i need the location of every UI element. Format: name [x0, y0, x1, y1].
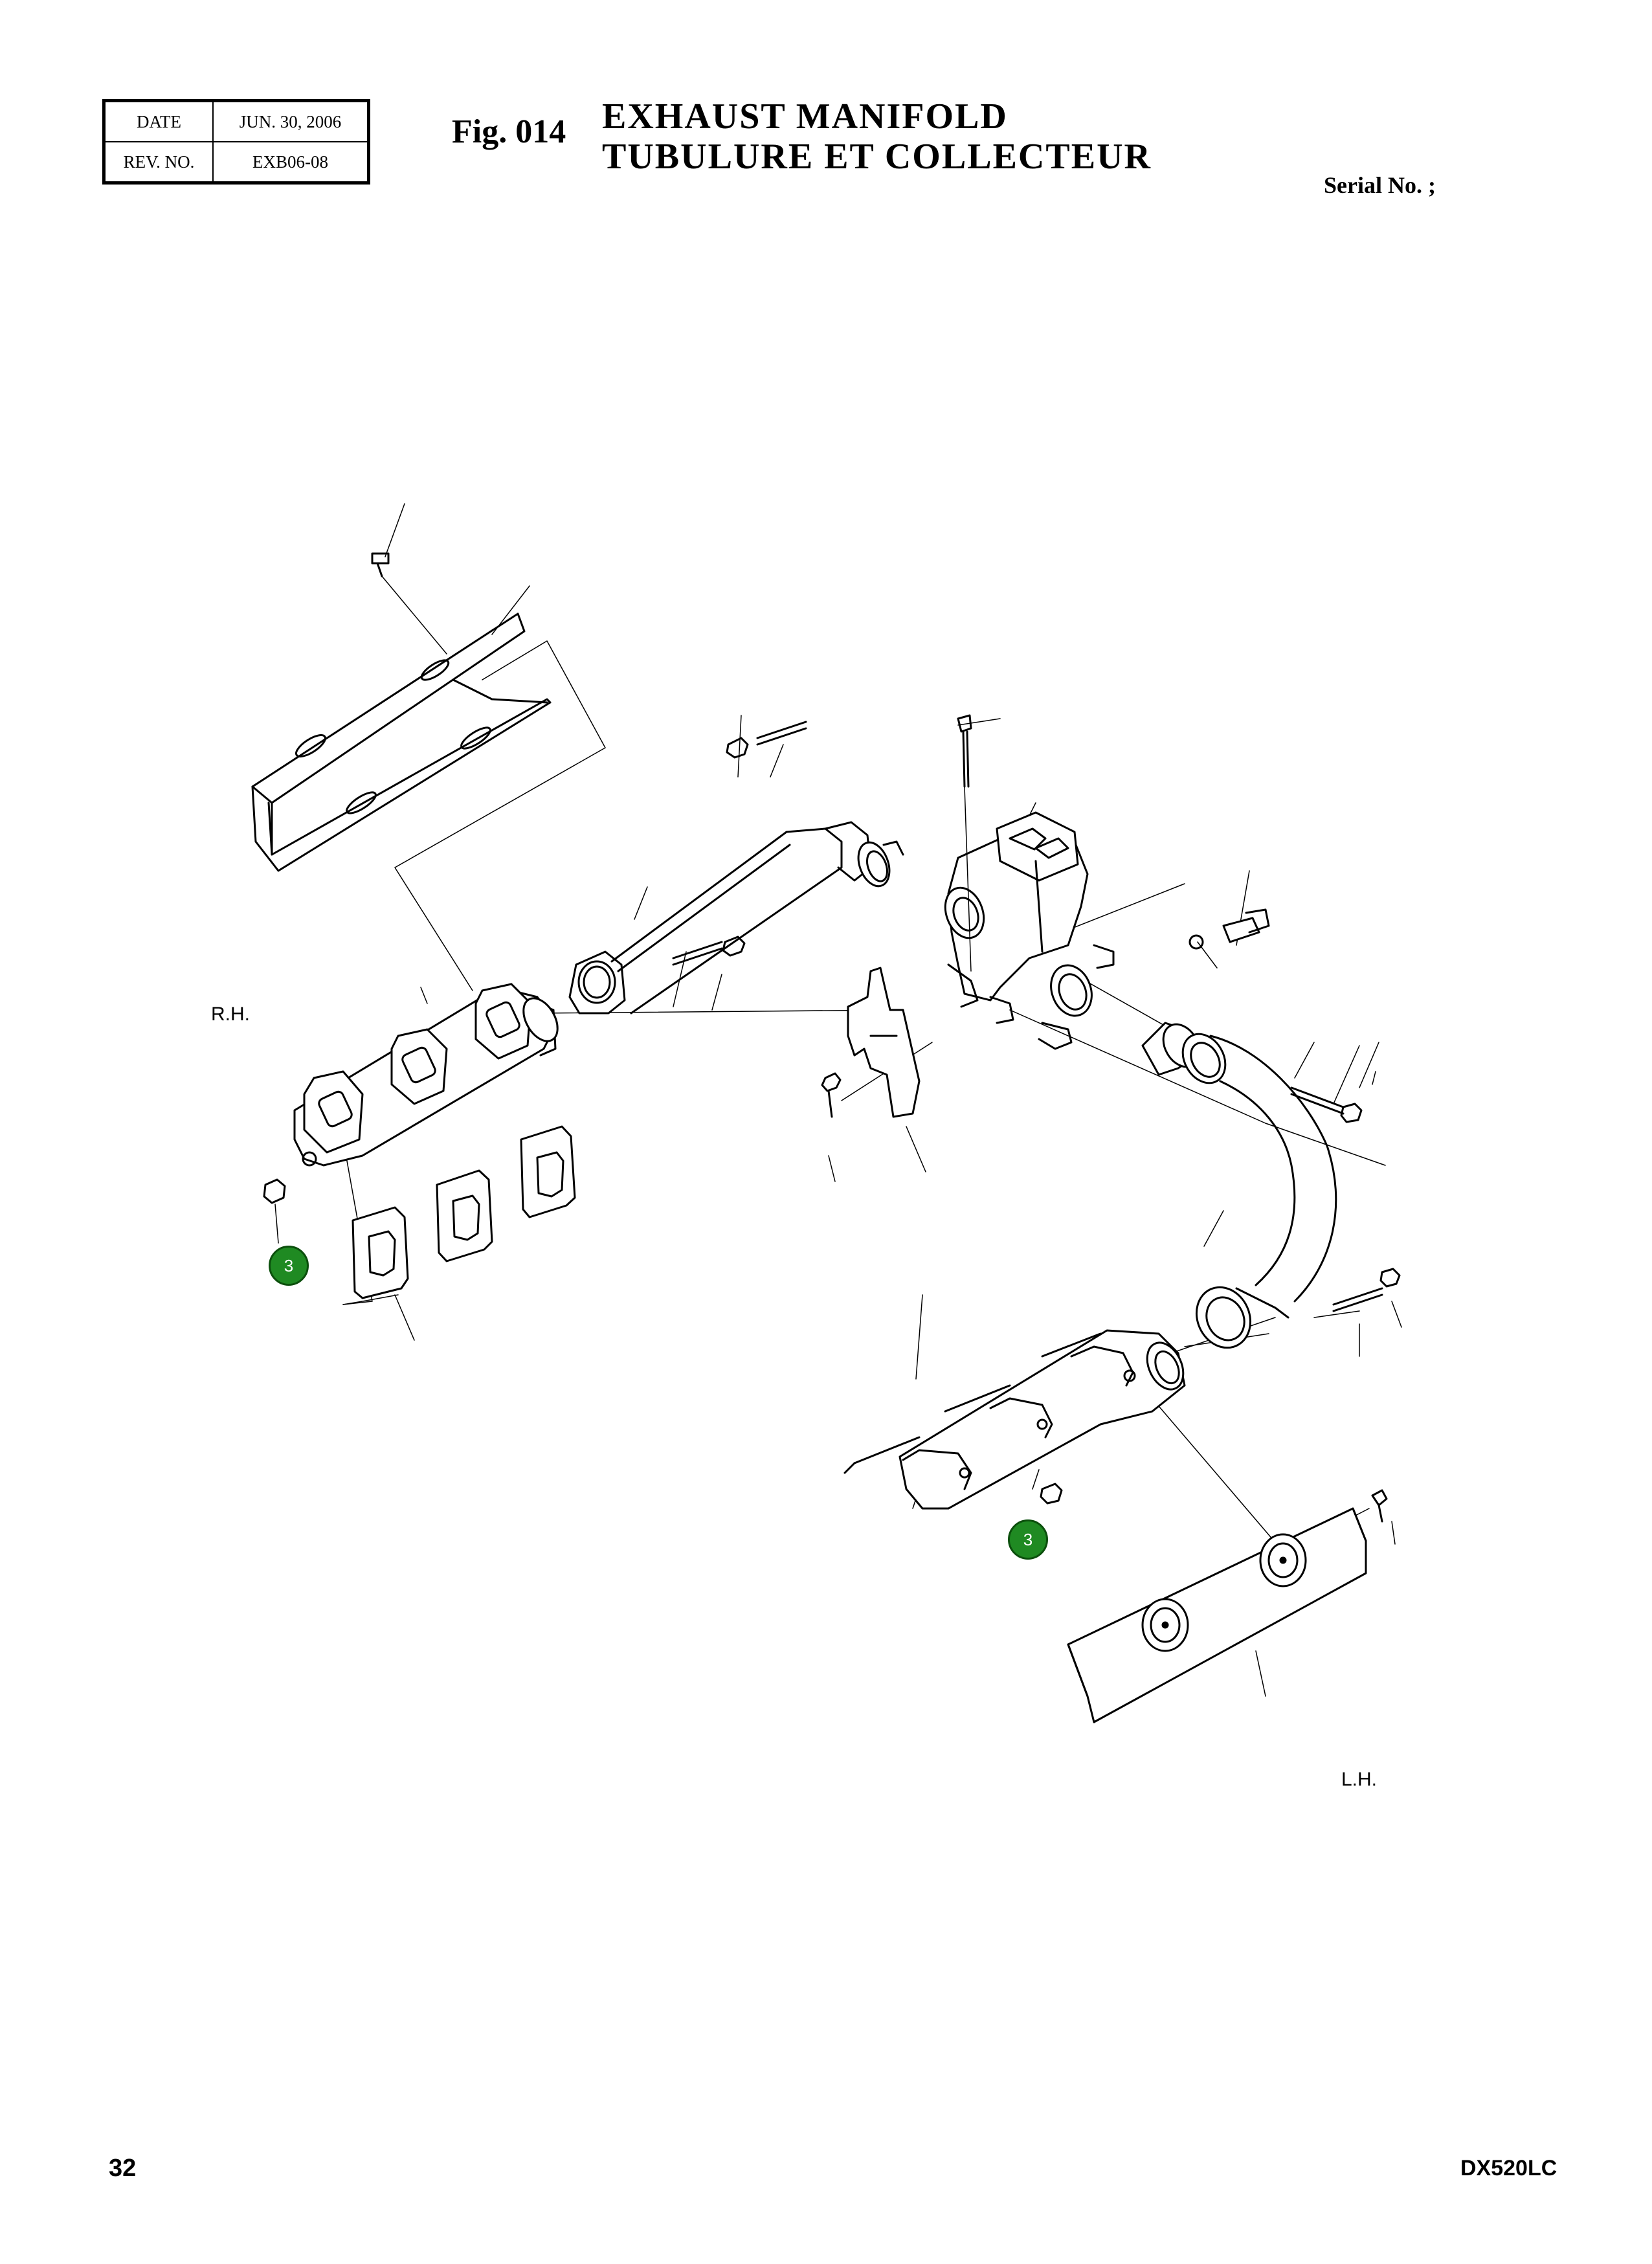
rev-value: EXB06-08	[212, 141, 370, 184]
date-label: DATE	[103, 100, 214, 142]
rh-exhaust-manifold	[293, 983, 558, 1167]
rh-exhaust-pipe	[522, 821, 904, 1042]
turbo-side-bolt	[1189, 908, 1270, 950]
right-hand-label: R.H.	[211, 1003, 250, 1025]
revision-table: DATE JUN. 30, 2006 REV. NO. EXB06-08	[102, 99, 370, 185]
leader-lines	[342, 640, 1402, 1697]
title-french: TUBULURE ET COLLECTEUR	[602, 137, 1152, 177]
lh-exhaust-pipe	[1141, 1022, 1337, 1319]
lh-exhaust-manifold	[899, 1329, 1186, 1510]
support-bracket	[821, 967, 921, 1118]
lh-flange-gasket	[1195, 1286, 1252, 1349]
turbo-long-bolt	[957, 714, 972, 972]
lh-heat-shield	[1067, 1507, 1367, 1723]
title-english: EXHAUST MANIFOLD	[602, 96, 1008, 137]
lh-shield-screw	[1371, 1489, 1388, 1523]
lh-studs	[1290, 1086, 1401, 1312]
page-number: 32	[109, 2155, 137, 2182]
figure-number: Fig. 014	[452, 113, 566, 150]
rh-studs	[672, 721, 807, 966]
callout-3-lh[interactable]: 3	[1008, 1519, 1048, 1560]
serial-number: Serial No. ;	[1324, 172, 1436, 198]
left-hand-label: L.H.	[1341, 1769, 1378, 1790]
rh-gaskets	[352, 1125, 576, 1341]
rh-manifold-nut	[263, 1178, 286, 1244]
rh-heat-shield	[251, 612, 552, 872]
rev-label: REV. NO.	[103, 141, 214, 184]
model-name: DX520LC	[1460, 2156, 1557, 2180]
shield-bolt	[371, 503, 530, 655]
date-value: JUN. 30, 2006	[212, 100, 370, 142]
turbocharger-elbow	[944, 811, 1115, 1050]
callout-3-rh[interactable]: 3	[269, 1246, 309, 1286]
lh-gasket-lines	[843, 1332, 1102, 1474]
